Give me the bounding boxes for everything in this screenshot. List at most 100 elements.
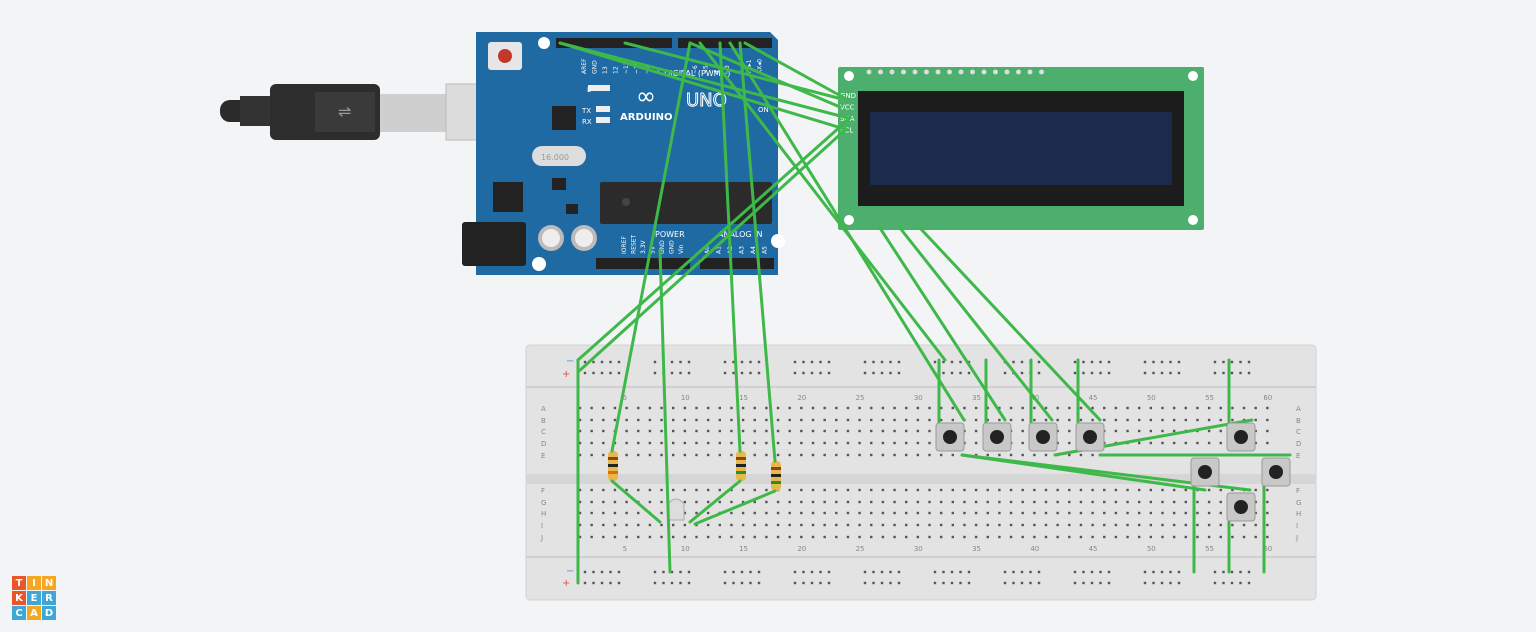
pin-label: A3 [739,246,746,254]
column-number: 45 [1089,545,1098,553]
row-letter: H [541,510,546,518]
column-number: 10 [681,394,690,402]
row-letter: E [541,452,545,460]
column-number: 15 [739,394,748,402]
row-letter: G [1296,499,1301,507]
lcd-pin-label: VCC [840,104,855,112]
pushbutton-3[interactable] [1028,422,1058,452]
row-letter: G [541,499,546,507]
pin-label: 4 [713,70,720,74]
pushbutton-4[interactable] [1075,422,1105,452]
pushbutton-1[interactable] [935,422,965,452]
column-number: 50 [1147,394,1156,402]
rgb-led[interactable] [667,498,685,521]
power-jack[interactable] [462,222,526,266]
row-letter: A [1296,405,1301,413]
row-letter: D [541,440,546,448]
row-letter: I [1296,522,1298,530]
column-number: 15 [739,545,748,553]
svg-text:16.000: 16.000 [541,153,569,162]
logo-letter: I [27,576,41,590]
pin-label: Vin [678,244,685,254]
logo-letter: K [12,591,26,605]
pin-label: AREF [581,58,588,74]
rail-minus-top: − [566,356,574,367]
pushbutton-5[interactable] [1226,422,1256,452]
column-number: 40 [1030,545,1039,553]
column-number: 55 [1205,394,1214,402]
pin-label: ~5 [703,65,710,74]
svg-text:ON: ON [758,106,769,114]
column-number: 20 [797,394,806,402]
svg-text:DIGITAL (PWM~): DIGITAL (PWM~) [664,69,730,78]
svg-text:TX: TX [581,107,591,115]
column-number: 35 [972,545,981,553]
pin-label: A4 [750,246,757,254]
column-number: 60 [1263,394,1272,402]
pushbutton-7[interactable] [1261,457,1291,487]
row-letter: B [1296,417,1301,425]
row-letter: H [1296,510,1301,518]
column-number: 20 [797,545,806,553]
pin-label: GND [592,60,599,74]
usb-cable[interactable]: ⇌ [220,83,521,141]
pin-label: 13 [602,66,609,74]
column-number: 60 [1263,545,1272,553]
arduino-infinity-icon: ∞ [636,82,656,110]
row-letter: A [541,405,546,413]
column-number: 50 [1147,545,1156,553]
rail-plus-bottom: + [562,578,570,589]
resistor-2[interactable] [736,451,746,481]
row-letter: I [541,522,543,530]
arduino-uno-board[interactable]: 16.000 L TX RX ON ARDUINO UNO DIGITAL (P… [462,32,785,275]
row-letter: B [541,417,546,425]
logo-letter: E [27,591,41,605]
logo-letter: T [12,576,26,590]
row-letter: C [1296,428,1301,436]
svg-text:L: L [587,86,591,94]
column-number: 10 [681,545,690,553]
pin-label: RESET [631,234,638,254]
column-number: 35 [972,394,981,402]
pin-label: A1 [716,246,723,254]
column-number: 25 [856,394,865,402]
column-number: 45 [1089,394,1098,402]
pushbutton-6[interactable] [1190,457,1220,487]
column-number: 5 [623,545,627,553]
column-number: 5 [623,394,627,402]
logo-letter: R [42,591,56,605]
pin-label: A5 [762,246,769,254]
pin-label: 12 [613,66,620,74]
row-letter: J [540,534,543,542]
pin-label: 3.3V [640,239,647,254]
logo-letter: N [42,576,56,590]
resistor-1[interactable] [608,451,618,481]
pushbuttons[interactable] [935,422,1291,522]
column-number: 25 [856,545,865,553]
svg-text:ANALOG IN: ANALOG IN [718,230,763,239]
lcd-pin-label: GND [840,92,856,100]
column-number: 55 [1205,545,1214,553]
rail-plus-top: + [562,369,570,380]
pushbutton-2[interactable] [982,422,1012,452]
usb-icon: ⇌ [338,102,351,121]
column-number: 30 [914,545,923,553]
row-letter: F [541,487,545,495]
rail-minus-bottom: − [566,566,574,577]
resistor-3[interactable] [771,461,781,491]
svg-text:RX: RX [582,118,592,126]
pin-label: 5V [650,245,657,254]
row-letter: J [1295,534,1298,542]
pin-label: RX◂0 [757,59,764,74]
arduino-brand: ARDUINO [620,112,672,123]
pushbutton-8[interactable] [1226,492,1256,522]
reset-button[interactable] [498,49,512,63]
row-letter: D [1296,440,1301,448]
row-letter: E [1296,452,1300,460]
row-letter: C [541,428,546,436]
